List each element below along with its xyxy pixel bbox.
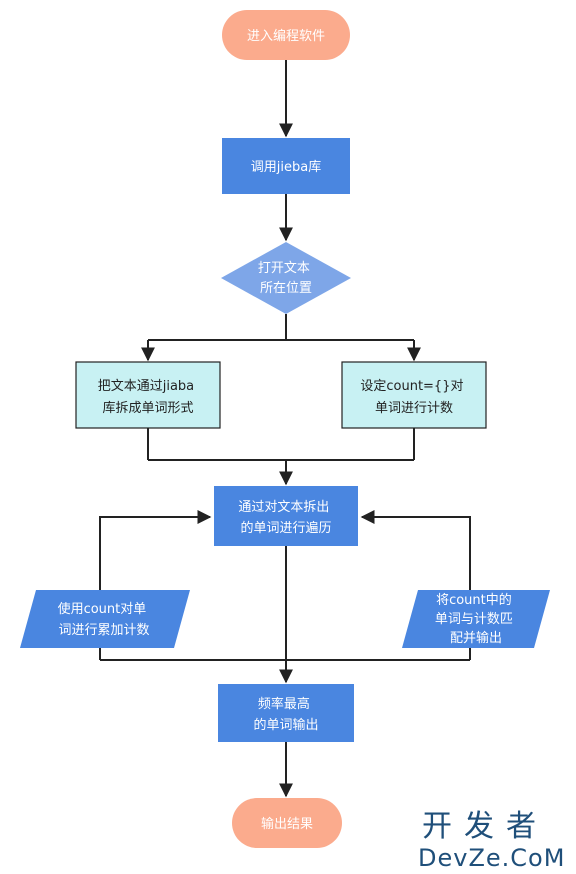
svg-text:频率最高 的单词输出: 频率最高 的单词输出 bbox=[253, 696, 318, 733]
accumulate-node: 使用count对单 词进行累加计数 bbox=[20, 590, 190, 648]
set-count-node: 设定count={}对 单词进行计数 bbox=[341, 361, 487, 429]
top-words-label-line1: 频率最高 bbox=[258, 696, 310, 712]
watermark-line2: DevZe.CoM bbox=[418, 844, 565, 872]
start-node: 进入编程软件 bbox=[222, 10, 350, 60]
end-node: 输出结果 bbox=[232, 798, 342, 848]
split-words-node: 把文本通过jiaba 库拆成单词形式 bbox=[75, 361, 221, 429]
svg-text:打开文本 所在位置: 打开文本 所在位置 bbox=[258, 261, 314, 296]
import-jieba-label: 调用jieba库 bbox=[251, 159, 321, 175]
match-label-line2: 单词与计数匹 bbox=[435, 612, 513, 627]
import-jieba-node: 调用jieba库 bbox=[222, 138, 350, 194]
svg-text:输出结果: 输出结果 bbox=[261, 816, 313, 832]
svg-text:将count中的 单词与计数匹 配并: 将count中的 单词与计数匹 配并输出 bbox=[435, 592, 517, 646]
svg-text:把文本通过jiaba 库拆成单词形式: 把文本通过jiaba 库拆成单词形式 bbox=[98, 379, 199, 416]
traverse-node: 通过对文本拆出 的单词进行遍历 bbox=[214, 486, 358, 546]
match-node: 将count中的 单词与计数匹 配并输出 bbox=[402, 590, 550, 648]
svg-text:通过对文本拆出 的单词进行遍历: 通过对文本拆出 的单词进行遍历 bbox=[238, 500, 333, 536]
start-label: 进入编程软件 bbox=[247, 29, 325, 44]
set-count-label-line1: 设定count={}对 bbox=[360, 379, 463, 394]
open-file-decision: 打开文本 所在位置 bbox=[221, 242, 351, 314]
set-count-label-line2: 单词进行计数 bbox=[375, 401, 453, 416]
top-words-label-line2: 的单词输出 bbox=[253, 717, 318, 733]
svg-text:进入编程软件: 进入编程软件 bbox=[247, 29, 325, 44]
split-words-label-line2: 库拆成单词形式 bbox=[102, 400, 193, 416]
end-label: 输出结果 bbox=[261, 816, 313, 832]
watermark-line1: 开发者 bbox=[422, 809, 548, 844]
traverse-label-line2: 的单词进行遍历 bbox=[240, 520, 331, 536]
open-file-label-line2: 所在位置 bbox=[260, 281, 312, 296]
open-file-label-line1: 打开文本 bbox=[258, 261, 310, 276]
match-label-line1: 将count中的 bbox=[436, 592, 512, 608]
split-words-label-line1: 把文本通过jiaba bbox=[98, 379, 194, 394]
traverse-label-line1: 通过对文本拆出 bbox=[238, 500, 329, 515]
match-label-line3: 配并输出 bbox=[450, 630, 502, 646]
accumulate-label-line1: 使用count对单 bbox=[58, 601, 147, 617]
svg-text:使用count对单 词进行累加计数: 使用count对单 词进行累加计数 bbox=[58, 601, 151, 638]
watermark: 开发者 DevZe.CoM bbox=[418, 809, 565, 872]
top-words-node: 频率最高 的单词输出 bbox=[218, 684, 354, 742]
svg-text:设定count={}对 单词进行计数: 设定count={}对 单词进行计数 bbox=[360, 379, 467, 416]
accumulate-label-line2: 词进行累加计数 bbox=[58, 623, 149, 638]
svg-text:调用jieba库: 调用jieba库 bbox=[251, 159, 321, 175]
